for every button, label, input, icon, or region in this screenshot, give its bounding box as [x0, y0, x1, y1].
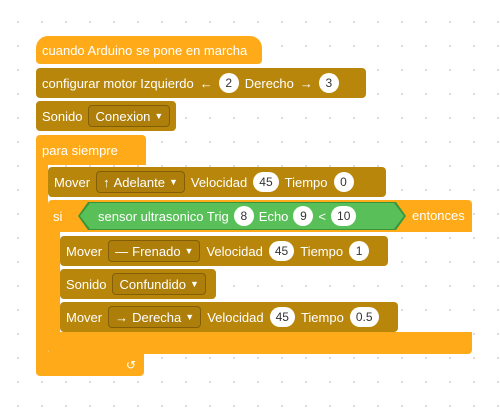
if-row-start: si — [48, 200, 62, 232]
if-block-arm — [48, 228, 60, 336]
sensor-label: sensor ultrasonico Trig — [98, 208, 229, 224]
time-label-1: Tiempo — [284, 174, 328, 190]
then-label: entonces — [412, 208, 465, 223]
less-than-operator: < — [318, 208, 327, 224]
if-label: si — [53, 208, 63, 224]
left-arrow-icon: ← — [199, 75, 213, 91]
forever-label: para siempre — [42, 142, 118, 158]
direction-dropdown-1[interactable]: ↑ Adelante ▼ — [96, 171, 185, 193]
hat-block[interactable] — [36, 36, 262, 64]
forever-loop-arm — [36, 160, 48, 356]
trig-input[interactable]: 8 — [233, 206, 254, 226]
sound-block-1[interactable] — [36, 101, 176, 131]
echo-input[interactable]: 9 — [293, 206, 314, 226]
sound-dropdown-1[interactable]: Conexion ▼ — [88, 105, 171, 127]
move-label-3: Mover — [66, 309, 103, 325]
time-label-3: Tiempo — [300, 309, 344, 325]
arrow-right-icon: → — [115, 309, 129, 325]
forever-loop-block[interactable] — [36, 135, 146, 165]
sound-label-1: Sonido — [42, 108, 83, 124]
sound-block-2[interactable] — [60, 269, 216, 299]
motor-config-block[interactable] — [36, 68, 366, 98]
chevron-down-icon: ▼ — [189, 279, 199, 289]
right-arrow-icon: → — [299, 75, 313, 91]
time-input-3[interactable]: 0.5 — [349, 307, 379, 327]
chevron-down-icon: ▼ — [168, 177, 178, 187]
motor-config-row: configurar motor Izquierdo ← 2 Derecho →… — [36, 68, 339, 98]
time-input-2[interactable]: 1 — [349, 241, 370, 261]
speed-input-2[interactable]: 45 — [268, 241, 295, 261]
hat-row: cuando Arduino se pone en marcha — [36, 36, 247, 64]
sound-label-2: Sonido — [66, 276, 107, 292]
hat-label: cuando Arduino se pone en marcha — [42, 42, 248, 58]
move-label-1: Mover — [54, 174, 91, 190]
left-pin-input[interactable]: 2 — [218, 73, 239, 93]
motor-config-label: configurar motor Izquierdo — [42, 75, 194, 91]
echo-label: Echo — [258, 208, 289, 224]
speed-label-2: Velocidad — [206, 243, 263, 259]
direction-option-3: Derecha — [132, 309, 182, 325]
move-label-2: Mover — [66, 243, 103, 259]
move-block-2[interactable] — [60, 236, 388, 266]
chevron-down-icon: ▼ — [154, 111, 164, 121]
forever-loop-footer[interactable] — [36, 352, 144, 376]
dash-icon: — — [115, 243, 129, 259]
time-label-2: Tiempo — [300, 243, 344, 259]
direction-dropdown-3[interactable]: → Derecha ▼ — [108, 306, 202, 328]
direction-option-2: Frenado — [132, 243, 181, 259]
move-block-3[interactable] — [60, 302, 398, 332]
direction-option-1: Adelante — [113, 174, 165, 190]
move-row-3: Mover → Derecha ▼ Velocidad 45 Tiempo 0.… — [60, 302, 379, 332]
move-block-1[interactable] — [48, 167, 386, 197]
move-row-1: Mover ↑ Adelante ▼ Velocidad 45 Tiempo 0 — [48, 167, 354, 197]
loop-arrow-icon: ↺ — [126, 358, 137, 372]
speed-label-3: Velocidad — [207, 309, 264, 325]
sound-row-2: Sonido Confundido ▼ — [60, 269, 206, 299]
chevron-down-icon: ▼ — [185, 312, 195, 322]
sound-row-1: Sonido Conexion ▼ — [36, 101, 171, 131]
right-pin-input[interactable]: 3 — [318, 73, 339, 93]
direction-dropdown-2[interactable]: — Frenado ▼ — [108, 240, 201, 262]
right-motor-label: Derecho — [244, 75, 294, 91]
move-row-2: Mover — Frenado ▼ Velocidad 45 Tiempo 1 — [60, 236, 370, 266]
chevron-down-icon: ▼ — [184, 246, 194, 256]
condition-row: sensor ultrasonico Trig 8 Echo 9 < 10 — [80, 203, 357, 229]
arrow-up-icon: ↑ — [103, 174, 110, 190]
sound-option-2: Confundido — [119, 276, 186, 292]
speed-label-1: Velocidad — [190, 174, 248, 190]
sound-option-1: Conexion — [95, 108, 151, 124]
speed-input-3[interactable]: 45 — [269, 307, 295, 327]
if-block-footer[interactable] — [48, 332, 472, 354]
sound-dropdown-2[interactable]: Confundido ▼ — [112, 273, 206, 295]
speed-input-1[interactable]: 45 — [253, 172, 279, 192]
time-input-1[interactable]: 0 — [333, 172, 354, 192]
threshold-input[interactable]: 10 — [331, 206, 357, 226]
forever-row: para siempre — [36, 135, 118, 165]
